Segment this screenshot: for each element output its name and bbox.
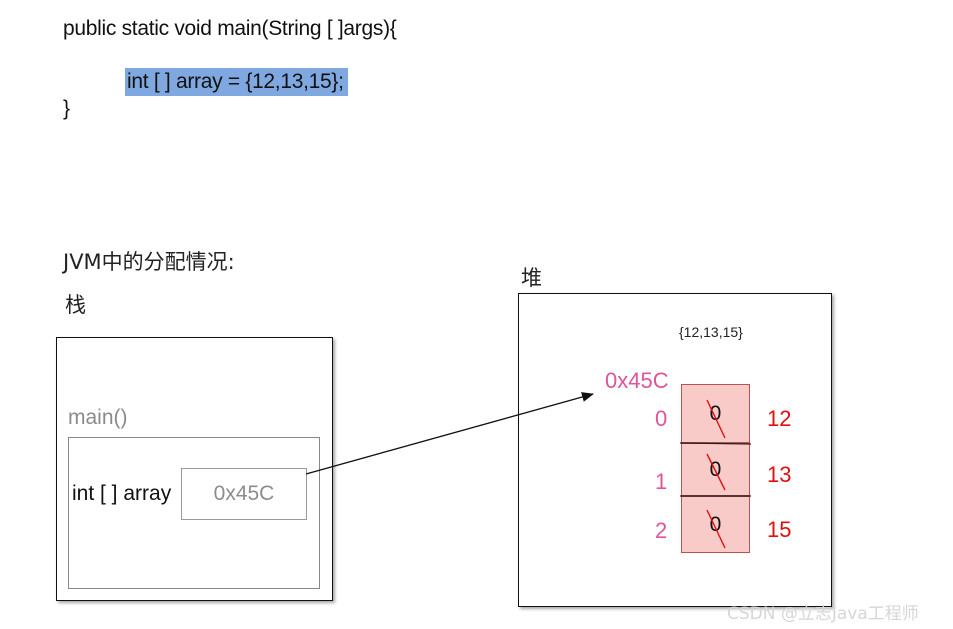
heap-box: [518, 293, 832, 607]
code-line-closing-brace: }: [63, 97, 70, 120]
cell-separator-1: [679, 442, 752, 445]
array-value-0: 12: [767, 406, 792, 431]
jvm-allocation-label: JVM中的分配情况:: [63, 250, 235, 274]
cell-2-default-value: 0: [709, 512, 722, 536]
heap-initializer-text: {12,13,15}: [679, 324, 743, 340]
stack-label: 栈: [65, 293, 86, 317]
csdn-watermark: CSDN @立志Java工程师: [727, 604, 919, 624]
array-reference-box: 0x45C: [181, 468, 307, 520]
main-frame-label: main(): [68, 406, 128, 429]
array-index-0: 0: [655, 406, 668, 431]
array-cell-2: 0: [681, 496, 750, 553]
heap-label: 堆: [521, 266, 542, 290]
heap-address-label: 0x45C: [605, 368, 669, 393]
array-value-1: 13: [767, 462, 792, 487]
code-line-array-declaration: int [ ] array = {12,13,15};: [125, 68, 348, 96]
array-cell-0: 0: [681, 384, 750, 443]
cell-1-default-value: 0: [709, 457, 722, 481]
array-value-2: 15: [767, 517, 792, 542]
code-selection-highlight: int [ ] array = {12,13,15};: [125, 68, 348, 96]
array-index-2: 2: [655, 518, 668, 543]
strike-icon: [706, 399, 726, 439]
strike-icon: [706, 453, 726, 491]
reference-arrow: [305, 392, 594, 475]
cell-0-default-value: 0: [709, 401, 722, 425]
strike-icon: [706, 509, 726, 549]
code-line-signature: public static void main(String [ ]args){: [63, 17, 397, 40]
array-index-1: 1: [655, 469, 668, 494]
array-variable-label: int [ ] array: [72, 482, 172, 505]
